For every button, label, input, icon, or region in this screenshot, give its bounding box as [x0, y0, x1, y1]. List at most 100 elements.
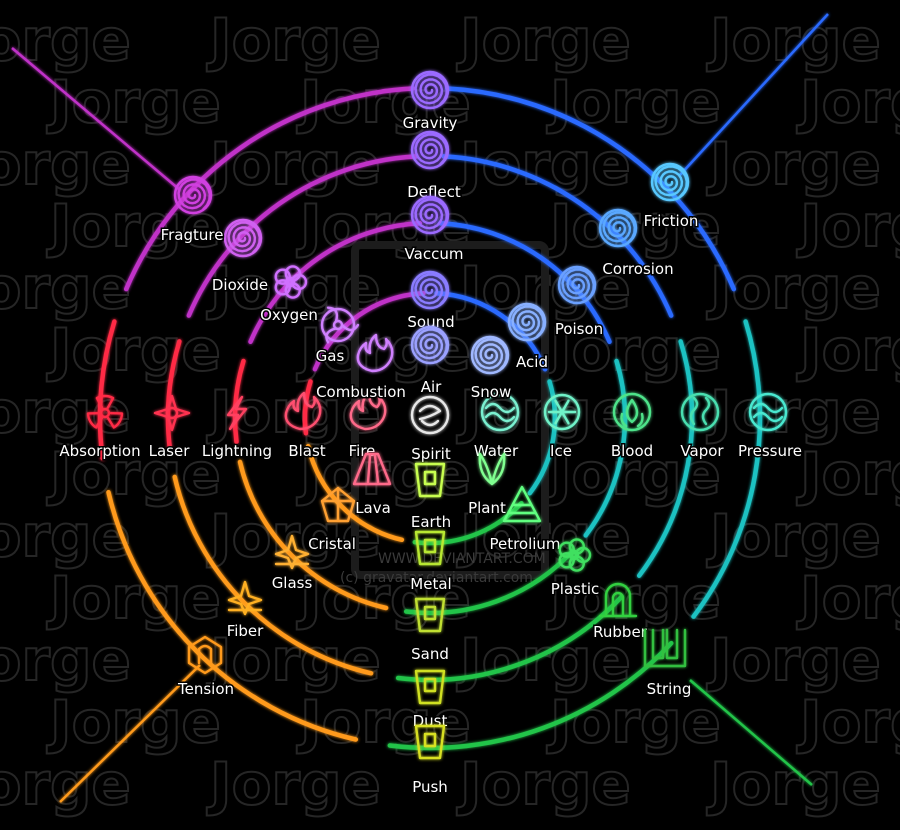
element-label: Oxygen — [260, 306, 318, 324]
ring-arc — [312, 290, 426, 372]
watermark-text: Jorge — [546, 316, 721, 384]
spiral-icon — [410, 270, 450, 310]
element-label: Cristal — [308, 535, 356, 553]
element-label: Snow — [471, 383, 511, 401]
flower-icon — [274, 265, 308, 299]
watermark-text: Jorge — [796, 440, 900, 508]
triskelion-icon — [320, 306, 360, 344]
element-node-rubber — [598, 582, 638, 618]
element-node-earth — [414, 462, 446, 498]
spoke-line — [689, 679, 813, 786]
ring-arc — [437, 221, 612, 345]
watermark-text: Jorge — [546, 68, 721, 136]
earth-glyph-icon — [414, 669, 446, 705]
rings-layer — [97, 86, 763, 751]
watermark-text: Jorge — [456, 6, 631, 74]
earth-glyph-icon — [414, 462, 446, 498]
fan-icon — [86, 394, 124, 429]
drop-circle-icon — [612, 392, 652, 432]
element-node-dioxide — [223, 218, 263, 258]
element-label: Air — [421, 378, 442, 396]
watermark-text: Jorge — [46, 688, 221, 756]
watermark-text: Jorge — [796, 564, 900, 632]
ring-arc — [636, 339, 695, 578]
watermark-text: Jorge — [46, 564, 221, 632]
snowflake-icon — [543, 393, 581, 431]
element-node-absorption — [86, 394, 124, 429]
ring-arc — [123, 86, 415, 292]
element-node-water — [480, 392, 520, 432]
wave-circle-icon — [748, 392, 788, 432]
element-label: Earth — [411, 513, 451, 531]
element-node-string — [643, 628, 687, 668]
element-label: Blast — [288, 442, 325, 460]
element-label: Blood — [611, 442, 653, 460]
ring-arc — [186, 154, 419, 318]
element-node-corrosion — [598, 208, 638, 248]
ring-arc — [527, 379, 558, 496]
element-node-blast — [284, 391, 322, 431]
element-node-fire — [349, 391, 387, 431]
element-label: Petrolium — [489, 535, 560, 553]
element-node-deflect — [410, 130, 450, 170]
watermark-text: Jorge — [796, 192, 900, 260]
watermark-text: Jorge — [796, 316, 900, 384]
element-node-acid — [507, 302, 547, 342]
earth-glyph-icon — [414, 530, 446, 566]
element-label: Tension — [177, 680, 234, 698]
element-node-snow — [470, 335, 510, 375]
element-label: Fiber — [227, 622, 264, 640]
ring-arc — [387, 640, 674, 751]
watermark-text: Jorge — [206, 130, 381, 198]
pyramid-icon — [502, 485, 542, 523]
element-label: Poison — [555, 320, 603, 338]
spiral-icon — [410, 130, 450, 170]
element-node-fiber — [227, 580, 263, 616]
star-burst-icon — [153, 394, 191, 432]
element-label: Laser — [149, 442, 191, 460]
element-label: Sand — [411, 645, 449, 663]
double-u-icon — [643, 628, 687, 668]
knot-icon — [187, 635, 223, 675]
watermark-text: Jorge — [706, 750, 881, 818]
ring-arc — [237, 459, 389, 611]
element-label: Water — [474, 442, 519, 460]
watermark-text: Jorge — [706, 626, 881, 694]
element-label: Combustion — [316, 383, 406, 401]
element-label: Vaccum — [405, 245, 464, 263]
swirl-circle-icon — [410, 395, 450, 435]
volcano-icon — [352, 452, 392, 486]
element-label: Vapor — [680, 442, 724, 460]
earth-glyph-icon — [414, 724, 446, 760]
watermark-text: Jorge — [0, 750, 131, 818]
watermark-text: Jorge — [796, 68, 900, 136]
element-node-push — [414, 724, 446, 760]
element-label: Fire — [349, 442, 376, 460]
element-node-cristal — [320, 486, 356, 523]
element-label: Friction — [644, 212, 699, 230]
spoke-line — [679, 13, 829, 176]
shard-icon — [274, 534, 310, 570]
spiral-icon — [410, 195, 450, 235]
watermark-text: Jorge — [0, 130, 131, 198]
leaf-icon — [478, 452, 506, 486]
element-node-sand — [414, 597, 446, 633]
ring-arc — [691, 319, 763, 619]
element-label: Push — [412, 778, 448, 796]
element-label: Dust — [413, 712, 448, 730]
element-node-air — [410, 325, 450, 365]
element-node-poison — [557, 265, 597, 305]
watermark-text: Jorge — [456, 130, 631, 198]
spiral-icon — [598, 208, 638, 248]
element-node-plastic — [558, 538, 592, 572]
element-label: Spirit — [411, 445, 451, 463]
steam-circle-icon — [680, 392, 720, 432]
ring-arc — [583, 358, 628, 538]
element-node-ice — [543, 393, 581, 431]
element-label: String — [647, 680, 692, 698]
element-node-petrolium — [502, 485, 542, 523]
watermark-text: Jorge — [706, 502, 881, 570]
element-node-gas — [320, 306, 360, 344]
element-node-oxygen — [274, 265, 308, 299]
